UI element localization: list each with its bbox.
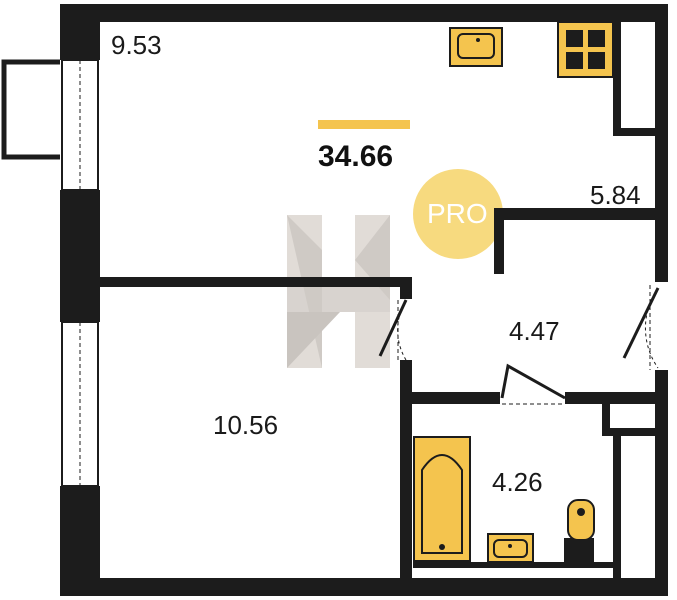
- outer-walls: [60, 4, 668, 596]
- watermark-logo: [287, 215, 390, 368]
- room-area-kitchen-living: 9.53: [111, 30, 162, 60]
- total-area: 34.66: [318, 140, 394, 173]
- door-entrance: [622, 285, 660, 370]
- room-area-corridor: 4.47: [509, 316, 560, 346]
- stove-icon: [557, 21, 614, 78]
- sink-icon: [449, 27, 503, 67]
- pro-badge-text: PRO: [427, 198, 488, 229]
- room-area-bedroom: 10.56: [213, 410, 279, 440]
- interior-walls: [100, 22, 658, 578]
- room-area-hall: 5.84: [590, 180, 641, 210]
- window-bottom: [61, 321, 99, 487]
- room-area-bathroom: 4.26: [492, 467, 543, 497]
- balcony: [1, 59, 60, 160]
- window-top: [61, 59, 99, 191]
- door-bathroom: [500, 363, 566, 405]
- pro-badge-circle: [413, 169, 503, 259]
- toilet-icon: [564, 499, 595, 562]
- door-bedroom: [378, 299, 408, 361]
- bathtub-icon: [413, 436, 471, 562]
- bathroom-sink-icon: [487, 533, 534, 563]
- total-area-accent-bar: [318, 120, 410, 129]
